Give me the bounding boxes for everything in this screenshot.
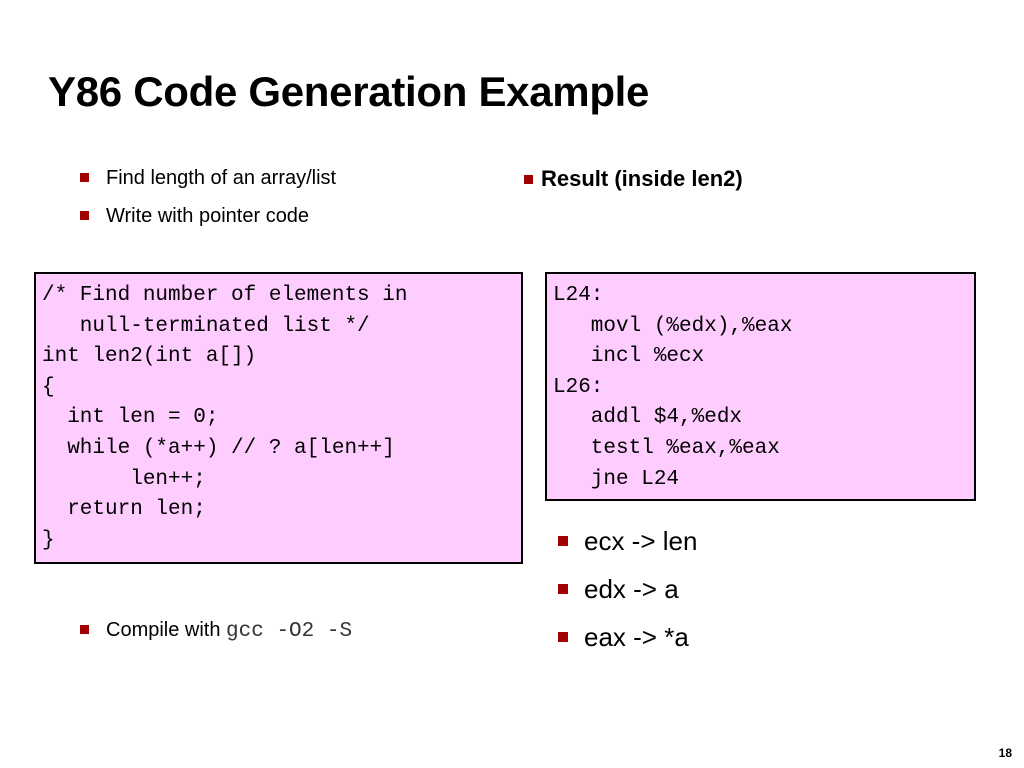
register-map-text: eax -> *a [584, 622, 689, 652]
bullet-text: Write with pointer code [106, 205, 310, 227]
register-map-item: ecx -> len [558, 526, 697, 574]
register-map-text: edx -> a [584, 574, 679, 604]
asm-line: addl $4,%edx [553, 406, 743, 430]
bullet-item: Write with pointer code [80, 204, 336, 242]
asm-line: L24: [553, 284, 604, 307]
square-bullet-icon [558, 632, 568, 642]
register-map-list: ecx -> len edx -> a eax -> *a [558, 526, 697, 670]
code-line: while (*a++) // ? a[len++] [42, 436, 395, 460]
register-map-text: ecx -> len [584, 526, 698, 556]
asm-line: incl %ecx [553, 345, 705, 369]
compile-prefix: Compile with [106, 619, 227, 641]
code-line: { [42, 375, 55, 399]
code-line: } [42, 528, 55, 552]
asm-line: L26: [553, 375, 604, 399]
square-bullet-icon [558, 584, 568, 594]
square-bullet-icon [80, 625, 89, 634]
square-bullet-icon [558, 536, 568, 546]
left-bullet-list: Find length of an array/list Write with … [80, 166, 336, 242]
page-number: 18 [998, 746, 1012, 760]
compile-bullet-list: Compile with gcc -O2 -S [80, 618, 352, 656]
square-bullet-icon [524, 175, 533, 184]
code-line: int len2(int a[]) [42, 345, 257, 369]
result-heading: Result (inside len2) [524, 166, 743, 192]
code-line: null-terminated list */ [42, 314, 370, 338]
asm-line: jne L24 [553, 467, 680, 491]
bullet-item: Compile with gcc -O2 -S [80, 618, 352, 656]
compile-command: gcc -O2 -S [226, 620, 353, 643]
register-map-item: eax -> *a [558, 622, 697, 670]
result-heading-text: Result (inside len2) [541, 166, 743, 191]
bullet-text: Find length of an array/list [106, 167, 337, 189]
asm-line: testl %eax,%eax [553, 436, 780, 460]
code-line: /* Find number of elements in [42, 284, 408, 307]
code-line: return len; [42, 498, 206, 522]
square-bullet-icon [80, 173, 89, 182]
bullet-item: Find length of an array/list [80, 166, 336, 204]
slide-title: Y86 Code Generation Example [48, 68, 650, 115]
asm-line: movl (%edx),%eax [553, 314, 793, 338]
square-bullet-icon [80, 211, 89, 220]
c-code-block: /* Find number of elements in null-termi… [34, 272, 523, 564]
code-line: len++; [42, 467, 206, 491]
code-line: int len = 0; [42, 406, 219, 430]
register-map-item: edx -> a [558, 574, 697, 622]
